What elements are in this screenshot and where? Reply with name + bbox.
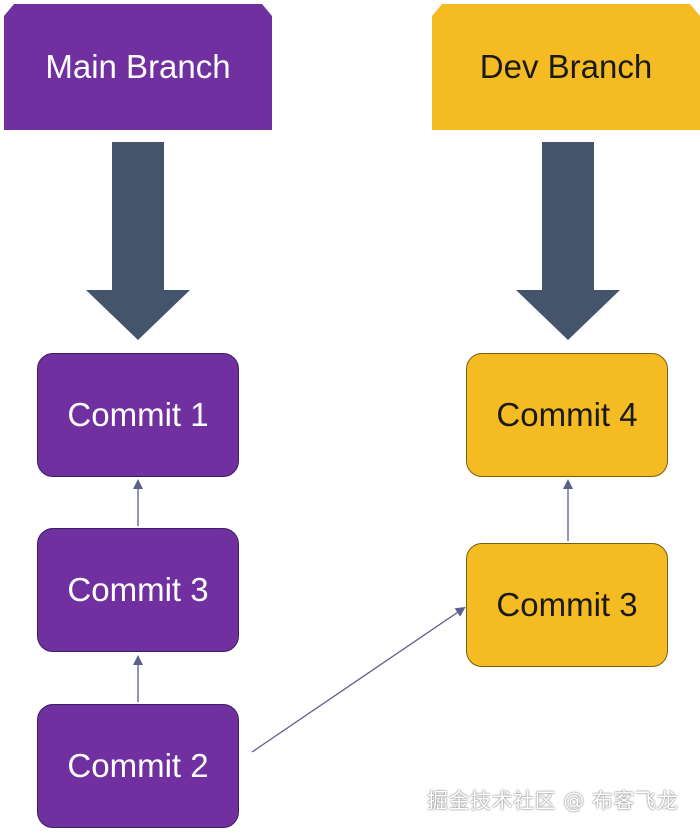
dev-commit-4: Commit 4: [466, 353, 668, 477]
main-commit-2: Commit 2: [37, 704, 239, 828]
watermark-text: 掘金技术社区 @ 布客飞龙: [427, 789, 678, 813]
main-commit-1: Commit 1: [37, 353, 239, 477]
main-commit-3: Commit 3: [37, 528, 239, 652]
main-branch-down-arrow: [86, 142, 190, 340]
dev-branch-label: Dev Branch: [432, 4, 700, 130]
dev-branch-down-arrow: [516, 142, 620, 340]
dev-commit-3: Commit 3: [466, 543, 668, 667]
branch-off-arrow: [251, 606, 466, 753]
main-branch-label: Main Branch: [4, 4, 272, 130]
